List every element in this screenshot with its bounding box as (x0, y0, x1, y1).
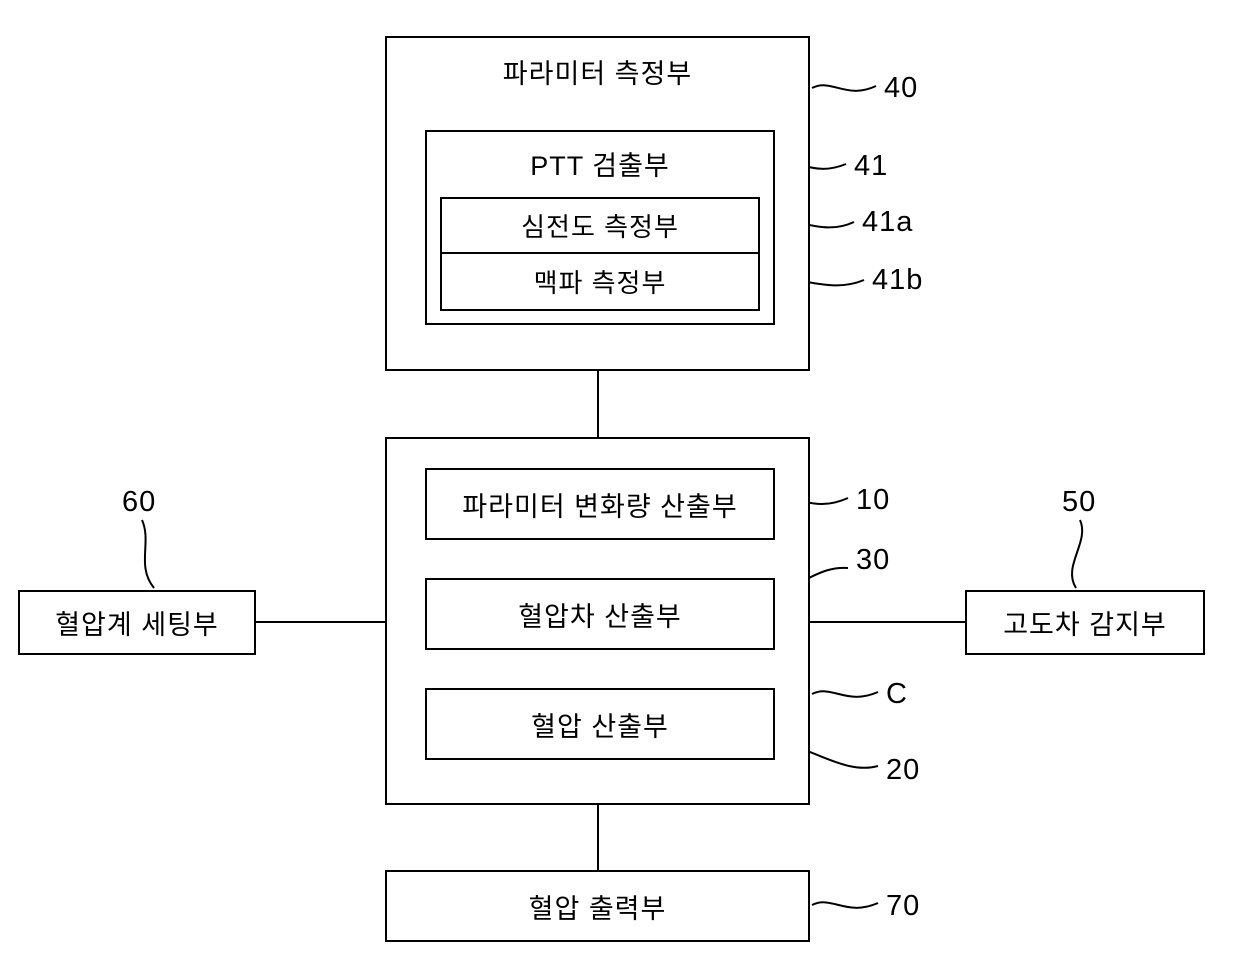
bp-difference-calculation-label: 혈압차 산출부 (518, 601, 682, 632)
bp-output-label: 혈압 출력부 (528, 893, 667, 924)
ref-C: C (886, 678, 908, 710)
leader-50 (1071, 519, 1084, 589)
ptt-inner-stack: 심전도 측정부 맥파 측정부 (440, 197, 760, 311)
ref-10: 10 (856, 484, 891, 516)
ecg-measurement-label: 심전도 측정부 (521, 212, 679, 242)
altitude-difference-sensing-box: 고도차 감지부 (965, 590, 1205, 655)
parameter-measurement-unit-label: 파라미터 측정부 (502, 59, 693, 89)
altitude-difference-sensing-label: 고도차 감지부 (1003, 610, 1167, 640)
pulse-wave-measurement-label: 맥파 측정부 (533, 268, 667, 298)
ref-20: 20 (886, 754, 921, 786)
ref-70: 70 (886, 890, 921, 922)
bp-calculation-box: 혈압 산출부 (425, 688, 775, 760)
ref-50: 50 (1062, 486, 1097, 518)
bp-calculation-label: 혈압 산출부 (531, 711, 669, 742)
bp-meter-setting-box: 혈압계 세팅부 (18, 590, 256, 655)
ecg-measurement-box: 심전도 측정부 (442, 199, 758, 254)
ref-60: 60 (122, 486, 157, 518)
bp-output-box: 혈압 출력부 (385, 870, 810, 942)
ref-41b: 41b (872, 264, 924, 296)
leader-40 (811, 84, 877, 92)
ref-40: 40 (884, 72, 919, 104)
ptt-detection-label: PTT 검출부 (530, 151, 670, 181)
pulse-wave-measurement-box: 맥파 측정부 (442, 254, 758, 309)
leader-70 (811, 901, 879, 909)
parameter-change-calculation-box: 파라미터 변화량 산출부 (425, 468, 775, 540)
leader-60 (141, 519, 155, 589)
ref-30: 30 (856, 544, 891, 576)
bp-meter-setting-label: 혈압계 세팅부 (55, 610, 219, 640)
ref-41a: 41a (862, 206, 914, 238)
parameter-change-calculation-label: 파라미터 변화량 산출부 (462, 491, 738, 522)
ref-41: 41 (854, 150, 889, 182)
bp-difference-calculation-box: 혈압차 산출부 (425, 578, 775, 650)
leader-C (811, 690, 879, 698)
